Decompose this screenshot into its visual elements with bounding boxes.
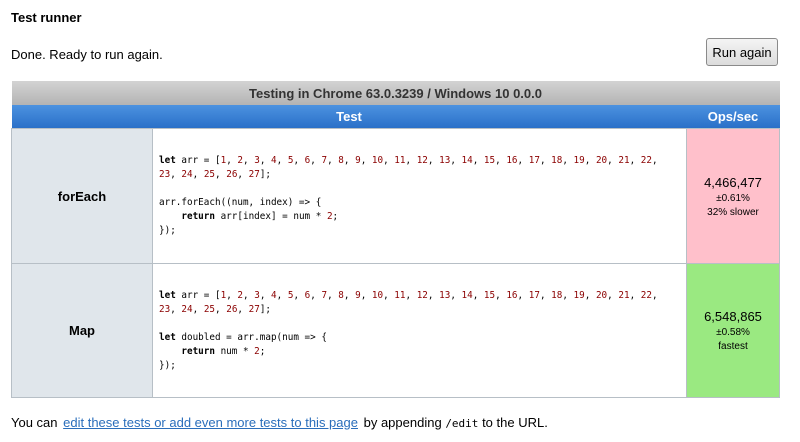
results-table: Testing in Chrome 63.0.3239 / Windows 10… (11, 81, 780, 398)
ops-result: 4,466,477 ±0.61% 32% slower (686, 128, 780, 264)
test-row-foreach: forEach let arr = [1, 2, 3, 4, 5, 6, 7, … (11, 128, 780, 264)
test-row-map: Map let arr = [1, 2, 3, 4, 5, 6, 7, 8, 9… (11, 263, 780, 398)
edit-tests-link[interactable]: edit these tests or add even more tests … (63, 415, 358, 430)
ops-value: 6,548,865 (704, 309, 762, 324)
footer-middle: by appending (363, 415, 442, 430)
ops-rank: 32% slower (707, 206, 759, 218)
code-block: let arr = [1, 2, 3, 4, 5, 6, 7, 8, 9, 10… (159, 289, 658, 371)
footer-prefix: You can (11, 415, 58, 430)
page-title: Test runner (11, 10, 82, 25)
ops-result: 6,548,865 ±0.58% fastest (686, 263, 780, 398)
ops-margin: ±0.58% (716, 327, 750, 338)
test-code: let arr = [1, 2, 3, 4, 5, 6, 7, 8, 9, 10… (152, 128, 687, 264)
test-name: forEach (11, 128, 153, 264)
run-again-button[interactable]: Run again (706, 38, 778, 66)
ops-column-header: Ops/sec (686, 105, 780, 129)
footer-suffix: to the URL. (482, 415, 548, 430)
column-header-row: Test Ops/sec (11, 105, 780, 129)
test-name: Map (11, 263, 153, 398)
test-code: let arr = [1, 2, 3, 4, 5, 6, 7, 8, 9, 10… (152, 263, 687, 398)
edit-path-code: /edit (445, 417, 479, 430)
footer-note: You can edit these tests or add even mor… (11, 415, 548, 430)
code-block: let arr = [1, 2, 3, 4, 5, 6, 7, 8, 9, 10… (159, 155, 658, 236)
status-text: Done. Ready to run again. (11, 47, 163, 62)
ops-value: 4,466,477 (704, 174, 762, 190)
ops-margin: ±0.61% (716, 192, 750, 204)
environment-row: Testing in Chrome 63.0.3239 / Windows 10… (11, 81, 780, 105)
environment-label: Testing in Chrome 63.0.3239 / Windows 10… (11, 81, 780, 105)
ops-rank: fastest (718, 341, 748, 352)
test-column-header: Test (11, 105, 687, 129)
